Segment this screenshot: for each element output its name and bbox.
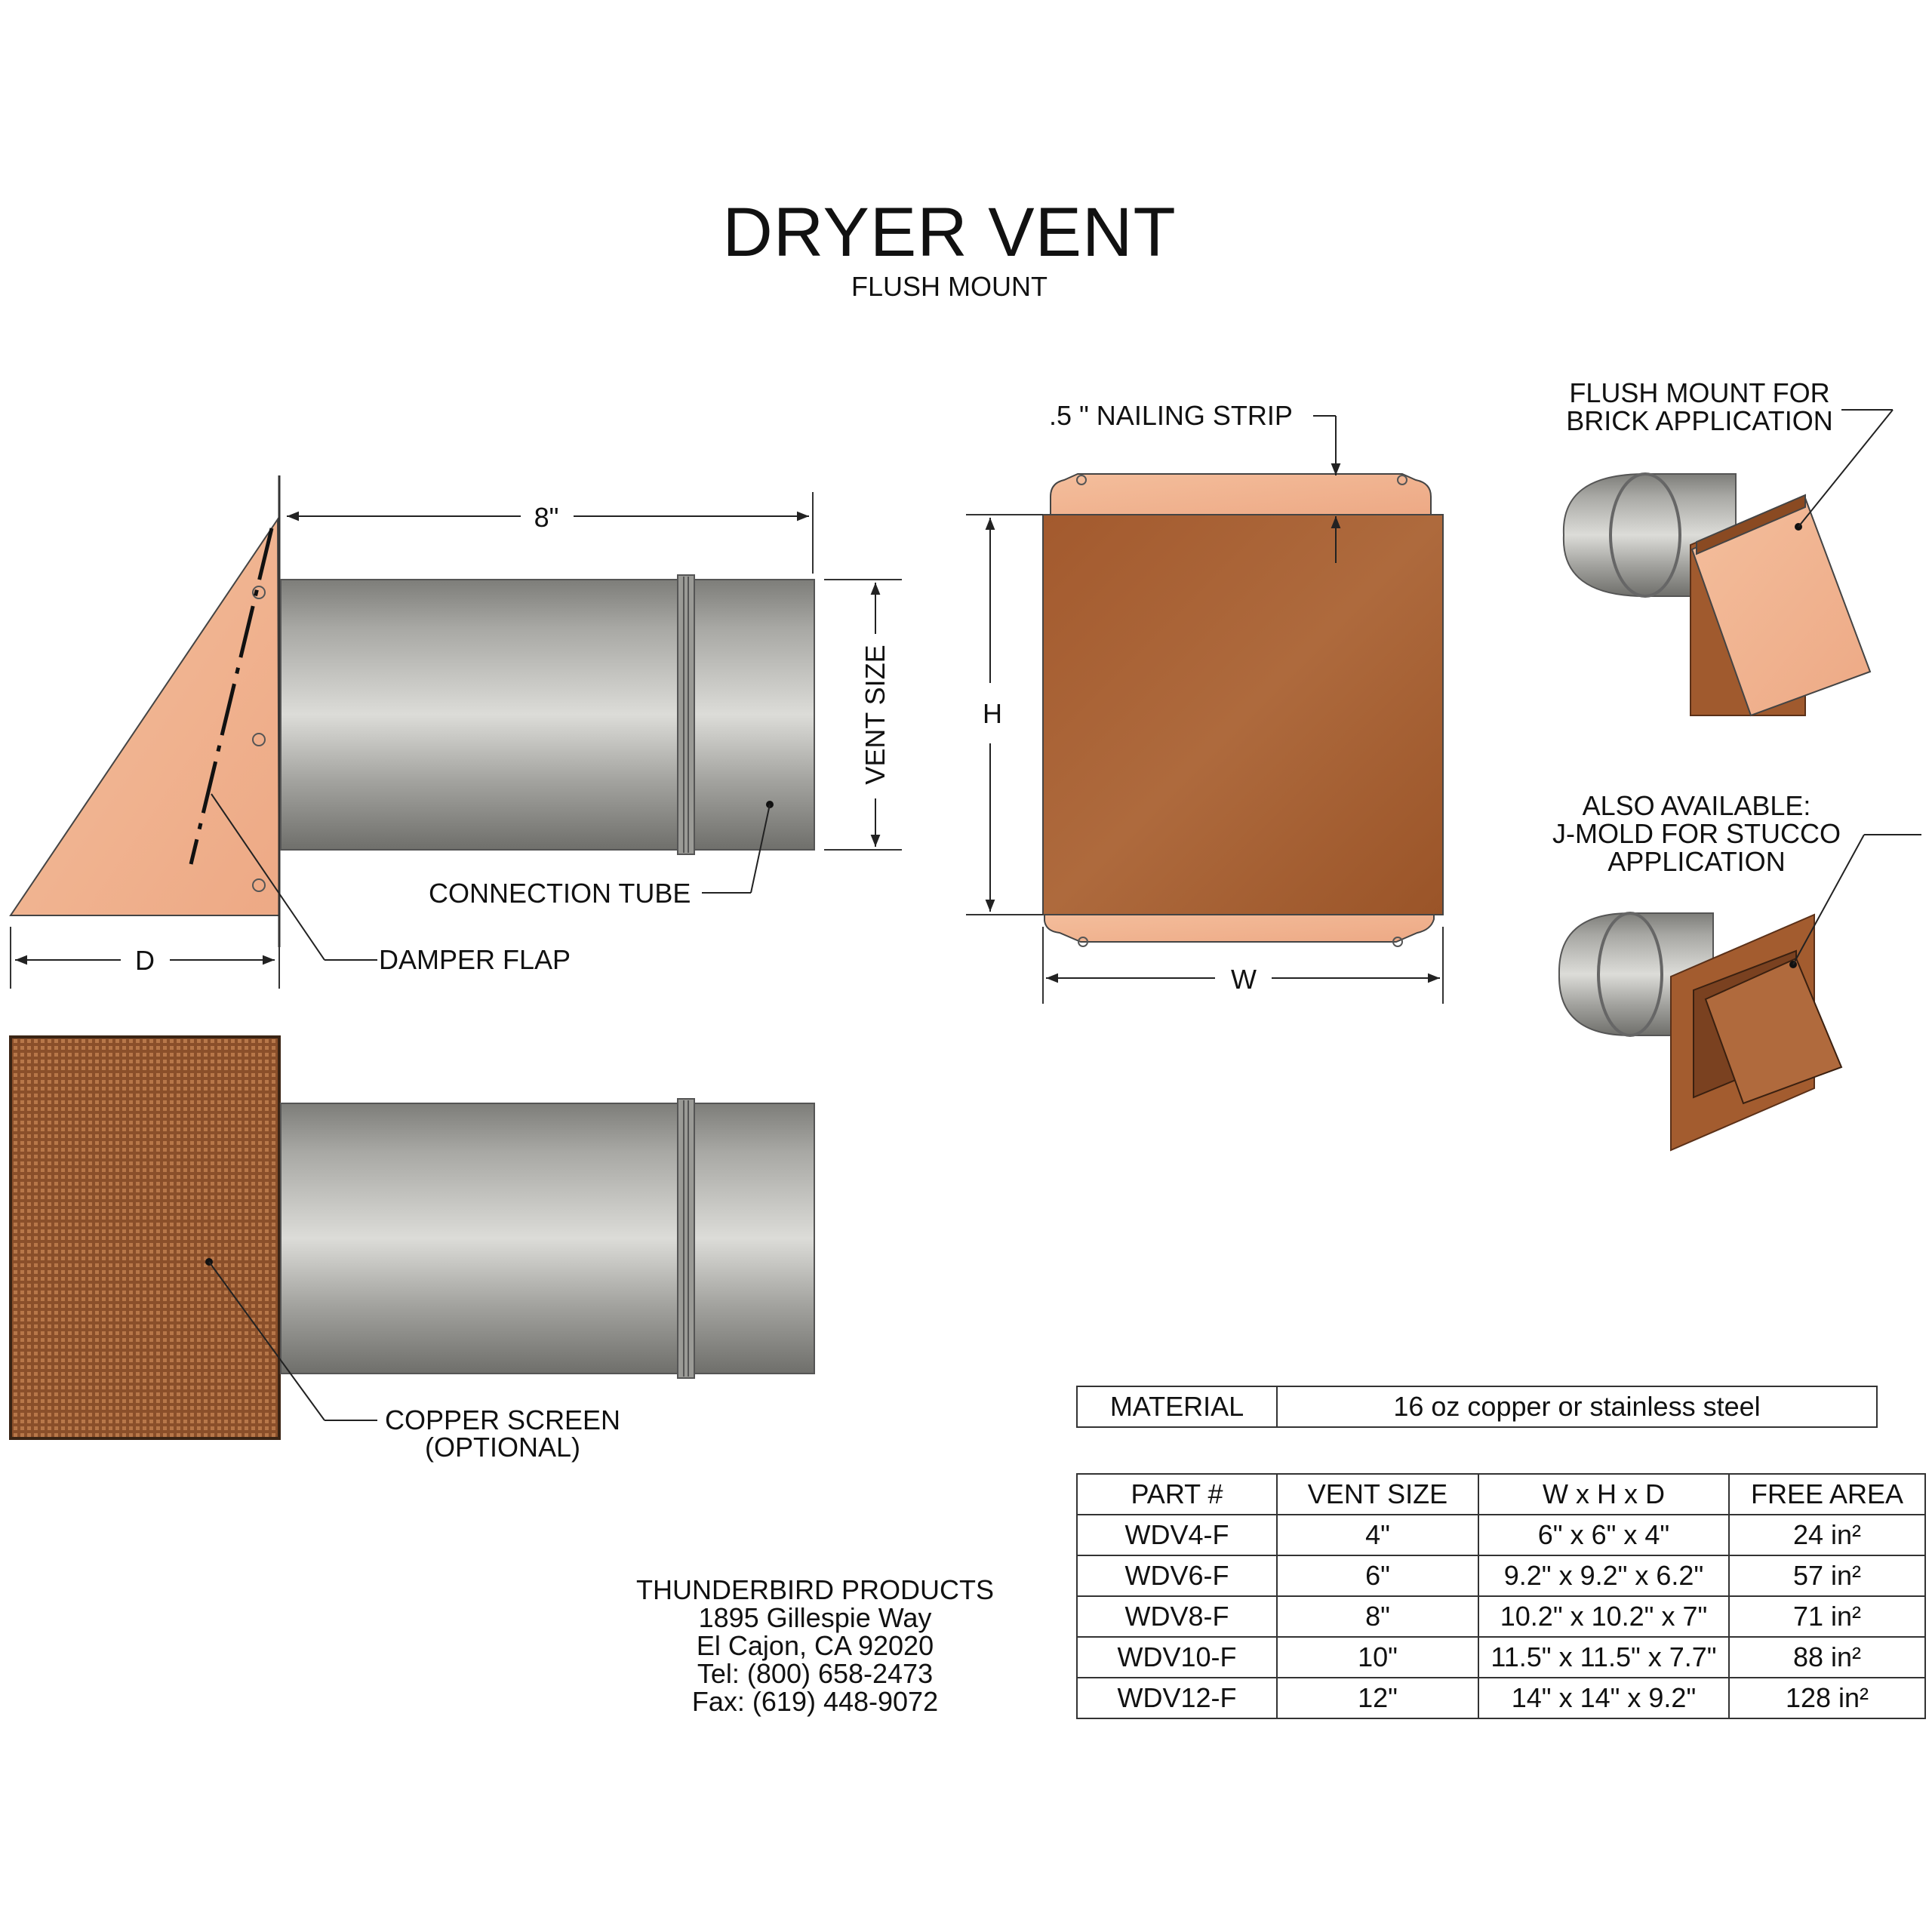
table-header-row: PART # VENT SIZE W x H x D FREE AREA	[1076, 1473, 1926, 1515]
cell-vent-size: 4"	[1276, 1514, 1479, 1556]
side-view	[9, 475, 815, 947]
cell-part: WDV6-F	[1076, 1555, 1278, 1597]
table-row: WDV4-F 4" 6" x 6" x 4" 24 in²	[1076, 1514, 1926, 1556]
brick-callout-line2: BRICK APPLICATION	[1566, 405, 1832, 436]
company-tel: Tel: (800) 658-2473	[697, 1658, 934, 1689]
header-dimensions: W x H x D	[1478, 1473, 1730, 1515]
table-row: WDV12-F 12" 14" x 14" x 9.2" 128 in²	[1076, 1677, 1926, 1719]
dim-height-label: H	[983, 698, 1002, 729]
damper-flap-callout: DAMPER FLAP	[379, 944, 571, 975]
company-fax: Fax: (619) 448-9072	[691, 1686, 939, 1717]
cell-vent-size: 6"	[1276, 1555, 1479, 1597]
table-row: WDV6-F 6" 9.2" x 9.2" x 6.2" 57 in²	[1076, 1555, 1926, 1597]
hood-side-panel	[9, 516, 281, 916]
material-value: 16 oz copper or stainless steel	[1276, 1386, 1878, 1428]
cell-dimensions: 10.2" x 10.2" x 7"	[1478, 1595, 1730, 1638]
copper-screen-callout: COPPER SCREEN	[385, 1404, 620, 1435]
nailing-strip-callout: .5 " NAILING STRIP	[1049, 400, 1293, 431]
nailing-strip-top	[1050, 473, 1432, 515]
table-row: WDV8-F 8" 10.2" x 10.2" x 7" 71 in²	[1076, 1595, 1926, 1638]
cell-free-area: 57 in²	[1728, 1555, 1926, 1597]
cell-vent-size: 12"	[1276, 1677, 1479, 1719]
cell-free-area: 88 in²	[1728, 1636, 1926, 1678]
front-view	[1042, 473, 1444, 947]
stucco-callout-line1: ALSO AVAILABLE:	[1583, 790, 1811, 821]
cell-free-area: 24 in²	[1728, 1514, 1926, 1556]
screen-view	[9, 1035, 815, 1440]
cell-dimensions: 11.5" x 11.5" x 7.7"	[1478, 1636, 1730, 1678]
table-row: MATERIAL 16 oz copper or stainless steel	[1076, 1386, 1878, 1428]
cell-part: WDV8-F	[1076, 1595, 1278, 1638]
dim-length-label: 8"	[534, 502, 559, 533]
material-table: MATERIAL 16 oz copper or stainless steel	[1076, 1386, 1878, 1428]
stucco-callout-line2: J-MOLD FOR STUCCO	[1552, 818, 1841, 849]
damper-flap-line	[189, 528, 274, 865]
company-name: THUNDERBIRD PRODUCTS	[635, 1574, 994, 1605]
nailing-strip-bottom	[1044, 912, 1435, 943]
header-vent-size: VENT SIZE	[1276, 1473, 1479, 1515]
vent-face-plate	[1042, 514, 1444, 915]
material-label: MATERIAL	[1076, 1386, 1278, 1428]
page-subtitle: FLUSH MOUNT	[851, 271, 1048, 302]
iso-stucco-view	[1558, 912, 1843, 1152]
cell-dimensions: 6" x 6" x 4"	[1478, 1514, 1730, 1556]
header-part: PART #	[1076, 1473, 1278, 1515]
cell-part: WDV4-F	[1076, 1514, 1278, 1556]
cell-dimensions: 14" x 14" x 9.2"	[1478, 1677, 1730, 1719]
copper-screen	[9, 1035, 281, 1440]
connection-tube-callout: CONNECTION TUBE	[429, 878, 691, 909]
copper-screen-optional-callout: (OPTIONAL)	[425, 1432, 580, 1463]
parts-table: PART # VENT SIZE W x H x D FREE AREA WDV…	[1076, 1473, 1926, 1719]
company-info: THUNDERBIRD PRODUCTS 1895 Gillespie Way …	[619, 1576, 1011, 1715]
brick-callout-line1: FLUSH MOUNT FOR	[1569, 377, 1829, 408]
connection-tube	[280, 579, 815, 851]
stucco-callout-line3: APPLICATION	[1607, 846, 1785, 877]
company-address-line1: 1895 Gillespie Way	[698, 1602, 932, 1633]
cell-free-area: 71 in²	[1728, 1595, 1926, 1638]
dim-width-label: W	[1231, 964, 1257, 995]
iso-brick-view	[1562, 472, 1872, 717]
cell-vent-size: 10"	[1276, 1636, 1479, 1678]
page-title: DRYER VENT	[722, 194, 1177, 271]
cell-free-area: 128 in²	[1728, 1677, 1926, 1719]
company-address-line2: El Cajon, CA 92020	[696, 1630, 934, 1661]
cell-part: WDV10-F	[1076, 1636, 1278, 1678]
dim-vent-size-label: VENT SIZE	[860, 645, 891, 784]
table-row: WDV10-F 10" 11.5" x 11.5" x 7.7" 88 in²	[1076, 1636, 1926, 1678]
header-free-area: FREE AREA	[1728, 1473, 1926, 1515]
cell-part: WDV12-F	[1076, 1677, 1278, 1719]
dim-depth-label: D	[135, 945, 155, 976]
cell-vent-size: 8"	[1276, 1595, 1479, 1638]
cell-dimensions: 9.2" x 9.2" x 6.2"	[1478, 1555, 1730, 1597]
connection-tube-2	[280, 1103, 815, 1374]
